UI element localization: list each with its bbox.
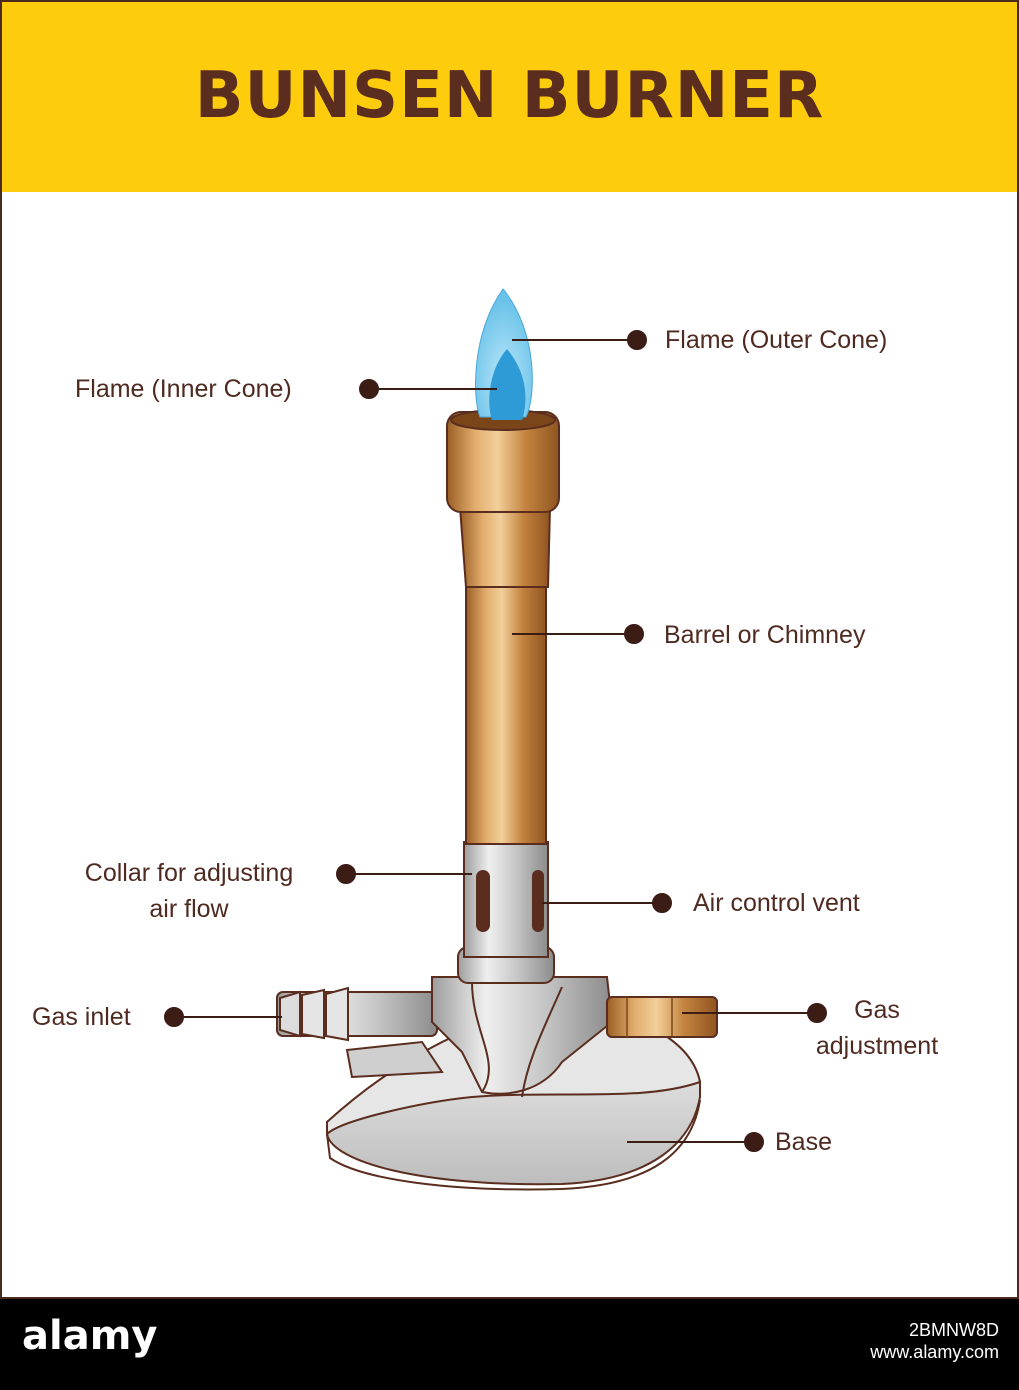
brand-logo: alamy — [22, 1313, 158, 1359]
leader-lines — [164, 330, 827, 1152]
valve-body — [431, 976, 614, 1098]
stock-info: 2BMNW8D www.alamy.com — [870, 1319, 999, 1363]
page-title: BUNSEN BURNER — [194, 59, 825, 133]
label-barrel: Barrel or Chimney — [664, 621, 866, 649]
label-base: Base — [775, 1128, 832, 1156]
gas-adjustment-knob — [606, 996, 718, 1038]
label-collar-line2: air flow — [149, 895, 229, 923]
label-collar: Collar for adjusting air flow — [58, 855, 320, 927]
diagram-card: BUNSEN BURNER — [0, 0, 1019, 1299]
label-collar-line1: Collar for adjusting — [84, 859, 294, 887]
gas-inlet-tube — [276, 986, 444, 1079]
air-collar — [463, 841, 549, 958]
flame — [475, 288, 533, 420]
label-gas-adjustment-line2: adjustment — [815, 1032, 939, 1060]
label-gas-adjustment-line1: Gas — [854, 996, 900, 1024]
title-banner: BUNSEN BURNER — [2, 2, 1017, 192]
label-gas-adjustment: Gas adjustment — [797, 992, 957, 1064]
barrel — [446, 409, 560, 845]
bunsen-burner-illustration — [164, 288, 827, 1191]
label-air-control-vent: Air control vent — [693, 889, 860, 917]
label-flame-inner-cone: Flame (Inner Cone) — [75, 375, 292, 403]
label-flame-outer-cone: Flame (Outer Cone) — [665, 326, 888, 354]
label-gas-inlet: Gas inlet — [32, 1003, 131, 1031]
stock-url: www.alamy.com — [870, 1342, 999, 1362]
stock-footer: alamy 2BMNW8D www.alamy.com — [0, 1299, 1019, 1390]
image-id: 2BMNW8D — [908, 1320, 999, 1340]
